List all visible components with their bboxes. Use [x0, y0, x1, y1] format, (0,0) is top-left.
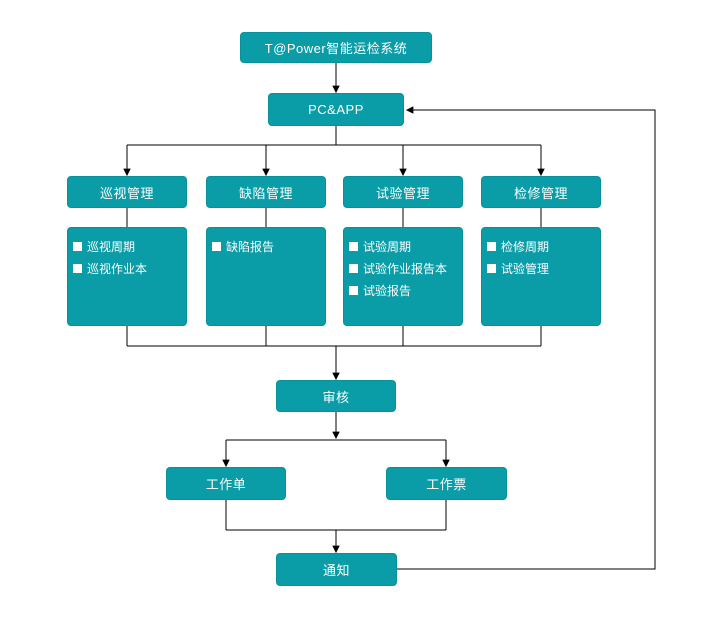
square-bullet-icon — [73, 241, 82, 251]
list-item-label: 检修周期 — [501, 239, 550, 254]
square-bullet-icon — [349, 285, 358, 295]
list-item: 检修周期 — [487, 235, 597, 257]
panel-patrol-items: 巡视周期 巡视作业本 — [67, 227, 187, 326]
list-item-label: 试验作业报告本 — [363, 261, 448, 276]
list-item: 巡视周期 — [73, 235, 183, 257]
node-work-ticket: 工作票 — [386, 467, 507, 500]
list-item: 巡视作业本 — [73, 257, 183, 279]
square-bullet-icon — [349, 241, 358, 251]
node-test-management: 试验管理 — [343, 176, 463, 208]
list-item-label: 试验周期 — [363, 239, 412, 254]
node-patrol-management: 巡视管理 — [67, 176, 187, 208]
panel-test-items: 试验周期 试验作业报告本 试验报告 — [343, 227, 463, 326]
list-item-label: 缺陷报告 — [226, 239, 275, 254]
node-maintenance-management: 检修管理 — [481, 176, 601, 208]
square-bullet-icon — [73, 263, 82, 273]
list-item: 试验周期 — [349, 235, 459, 257]
panel-defect-items: 缺陷报告 — [206, 227, 326, 326]
panel-maintenance-items: 检修周期 试验管理 — [481, 227, 601, 326]
node-review: 审核 — [276, 380, 396, 412]
node-root-system: T@Power智能运检系统 — [240, 32, 432, 63]
square-bullet-icon — [487, 241, 496, 251]
list-item: 试验报告 — [349, 279, 459, 301]
list-item-label: 试验报告 — [363, 283, 412, 298]
square-bullet-icon — [349, 263, 358, 273]
node-work-order: 工作单 — [166, 467, 286, 500]
node-pc-app: PC&APP — [268, 93, 404, 126]
square-bullet-icon — [487, 263, 496, 273]
node-defect-management: 缺陷管理 — [206, 176, 326, 208]
list-item-label: 巡视周期 — [87, 239, 136, 254]
square-bullet-icon — [212, 241, 221, 251]
list-item: 试验作业报告本 — [349, 257, 459, 279]
list-item: 试验管理 — [487, 257, 597, 279]
edge-notification-feedback-loop — [397, 106, 656, 570]
node-notification: 通知 — [276, 553, 397, 586]
list-item-label: 巡视作业本 — [87, 261, 148, 276]
list-item: 缺陷报告 — [212, 235, 322, 257]
list-item-label: 试验管理 — [501, 261, 550, 276]
